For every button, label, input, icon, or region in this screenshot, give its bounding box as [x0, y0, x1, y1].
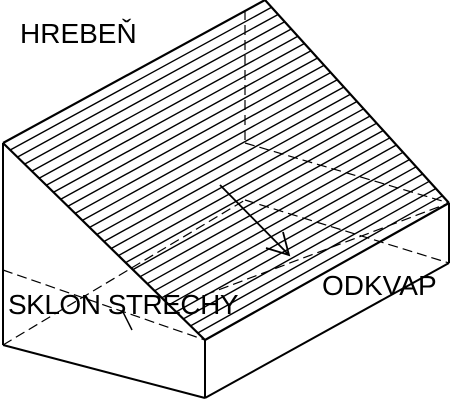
roof-hatch-lines	[9, 6, 443, 334]
eave-label: ODKVAP	[322, 270, 437, 301]
roof-hatch-line	[60, 57, 318, 200]
roof-hatch-line	[17, 13, 279, 158]
front-gable-edge	[2, 142, 206, 341]
roof-hatch-line	[183, 180, 430, 320]
roof-hatch-line	[74, 71, 332, 215]
ridge-line	[2, 0, 266, 144]
roof-outline	[2, 0, 450, 341]
roof-hatch-line	[139, 137, 391, 278]
roof-hatch-line	[82, 79, 338, 222]
roof-hatch-line	[24, 21, 286, 165]
roof-hatch-line	[9, 6, 272, 151]
roof-hatch-line	[67, 64, 325, 207]
roof-hatch-line	[125, 122, 378, 264]
roof-hatch-line	[154, 151, 404, 292]
roof-hatch-line	[96, 93, 351, 236]
roof-hatch-line	[89, 86, 345, 229]
hidden-edges	[2, 10, 450, 346]
roof-hatch-line	[190, 187, 437, 327]
roof-hatch-line	[161, 158, 410, 299]
roof-hatch-line	[175, 173, 424, 313]
roof-pitch-label: SKLON STRECHY	[8, 289, 239, 320]
roof-hatch-line	[110, 108, 364, 250]
roof-hatch-line	[118, 115, 371, 257]
pitch-pointer	[121, 309, 133, 331]
back-gable-edge	[264, 0, 450, 204]
eave-line	[204, 202, 450, 341]
roof-hatch-line	[132, 129, 384, 271]
ridge-label: HREBEŇ	[20, 18, 137, 49]
building-body	[2, 143, 450, 399]
roof-hatch-line	[197, 195, 443, 334]
roof-hatch-line	[168, 166, 417, 306]
roof-hatch-line	[146, 144, 397, 285]
roof-hatch-line	[31, 28, 292, 172]
roof-hatch-line	[103, 100, 358, 243]
roof-hatch-line	[53, 50, 312, 193]
roof-hatch-line	[45, 42, 305, 186]
roof-hatch-line	[38, 35, 299, 179]
pitch-arrow	[219, 184, 291, 257]
